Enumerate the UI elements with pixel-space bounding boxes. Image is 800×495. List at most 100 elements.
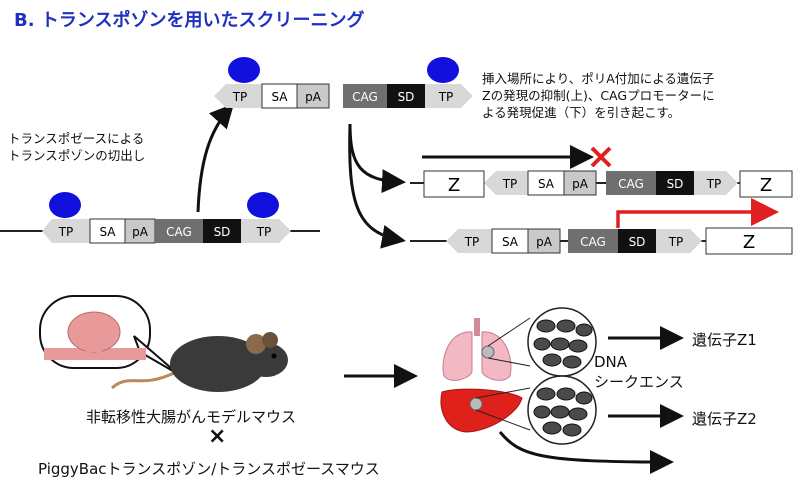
tumor-bubble bbox=[39, 295, 179, 375]
insertion-promote: TP SA pA CAG SD TP Z bbox=[410, 198, 793, 255]
lung-left-lobe bbox=[442, 331, 473, 381]
liver-lesion bbox=[469, 397, 483, 411]
pa-label: pA bbox=[305, 90, 322, 104]
gene-z-label: Z bbox=[448, 175, 460, 196]
gene-z-label: Z bbox=[743, 232, 755, 253]
sd-segment bbox=[656, 171, 694, 195]
zoom-line bbox=[487, 317, 531, 347]
callout-tail bbox=[133, 335, 179, 375]
lung-right-lobe bbox=[481, 331, 512, 381]
tp-right-segment bbox=[694, 171, 738, 195]
zoom-line bbox=[475, 409, 531, 431]
gene-z-left bbox=[423, 170, 485, 198]
gene-z-right bbox=[705, 227, 793, 255]
sa-segment bbox=[527, 170, 565, 196]
sd-label: SD bbox=[667, 177, 684, 191]
promote-arrow bbox=[616, 198, 779, 228]
cag-segment bbox=[606, 171, 656, 195]
sa-segment bbox=[89, 218, 126, 244]
excision-note: トランスポゼースによる トランスポゾンの切出し bbox=[8, 130, 145, 164]
sa-label: SA bbox=[502, 235, 519, 249]
tumor-stalk bbox=[86, 340, 102, 352]
tp-left-segment bbox=[42, 219, 90, 243]
transposase-blob-icon bbox=[228, 57, 260, 83]
cell-cluster-icon bbox=[527, 307, 597, 377]
sd-segment bbox=[618, 229, 656, 253]
cag-label: CAG bbox=[352, 90, 378, 104]
dna-label: DNA シークエンス bbox=[594, 352, 684, 392]
sd-label: SD bbox=[398, 90, 415, 104]
sa-label: SA bbox=[271, 90, 288, 104]
transposase-blob-icon bbox=[427, 57, 459, 83]
pa-label: pA bbox=[132, 225, 149, 239]
insertion-arrow-lower bbox=[348, 123, 406, 249]
mouse-tail bbox=[111, 370, 177, 390]
cag-segment bbox=[343, 84, 387, 108]
cag-segment bbox=[155, 219, 203, 243]
tp-left-segment bbox=[446, 229, 492, 253]
inhibit-x-icon bbox=[590, 146, 612, 168]
excision-note-line2: トランスポゾンの切出し bbox=[8, 148, 146, 163]
model-mouse-label: 非転移性大腸がんモデルマウス bbox=[86, 408, 297, 426]
insertion-note-line1: 挿入場所により、ポリA付加による遺伝子 bbox=[482, 71, 715, 86]
dna-label-line2: シークエンス bbox=[594, 373, 684, 391]
sd-label: SD bbox=[629, 235, 646, 249]
cag-segment bbox=[568, 229, 618, 253]
tp-right-segment bbox=[656, 229, 702, 253]
tp-right-label: TP bbox=[706, 177, 722, 191]
mouse-body bbox=[170, 336, 266, 392]
figure-title: B. トランスポゾンを用いたスクリーニング bbox=[14, 10, 365, 31]
lung-icon bbox=[442, 318, 512, 381]
excision-note-line1: トランスポゼースによる bbox=[8, 131, 145, 146]
insertion-arrow-upper bbox=[348, 123, 406, 194]
trachea bbox=[474, 318, 480, 336]
sd-segment bbox=[203, 219, 241, 243]
gene-z-label: Z bbox=[760, 175, 772, 196]
sd-segment bbox=[387, 84, 425, 108]
sa-label: SA bbox=[99, 225, 116, 239]
gene-z1-label: 遺伝子Z1 bbox=[692, 331, 757, 349]
cag-label: CAG bbox=[618, 177, 644, 191]
mouse-ear bbox=[246, 334, 266, 354]
sa-segment bbox=[491, 228, 529, 254]
insertion-note-line2: Zの発現の抑制(上)、CAGプロモーターに bbox=[482, 88, 715, 103]
zoom-line bbox=[487, 357, 531, 367]
lung-lesion bbox=[481, 345, 495, 359]
mouse-ear bbox=[262, 332, 278, 348]
cag-label: CAG bbox=[580, 235, 606, 249]
liver-shape bbox=[440, 388, 523, 433]
tp-right-label: TP bbox=[438, 90, 454, 104]
gene-z-right bbox=[739, 170, 793, 198]
tp-left-label: TP bbox=[502, 177, 518, 191]
cell-cluster-icon bbox=[527, 375, 597, 445]
intestine-wall bbox=[44, 348, 146, 360]
tp-right-segment bbox=[241, 219, 291, 243]
insertion-note: 挿入場所により、ポリA付加による遺伝子 Zの発現の抑制(上)、CAGプロモーター… bbox=[482, 70, 715, 121]
tp-left-label: TP bbox=[232, 90, 248, 104]
tp-right-segment bbox=[425, 84, 473, 108]
tp-left-segment bbox=[484, 171, 528, 195]
liver-icon bbox=[440, 388, 523, 433]
excision-arrow bbox=[196, 103, 235, 213]
mouse-eye bbox=[271, 353, 277, 359]
construct-excised: TP SA pA CAG SD TP bbox=[214, 57, 473, 109]
transposon-mouse-label: PiggyBacトランスポゾン/トランスポゼースマウス bbox=[38, 460, 380, 478]
cell-cluster-lung bbox=[533, 319, 593, 369]
cross-symbol: × bbox=[208, 424, 227, 449]
mouse-icon bbox=[111, 332, 288, 392]
cag-label: CAG bbox=[166, 225, 192, 239]
gene-z2-label: 遺伝子Z2 bbox=[692, 410, 757, 428]
tp-right-label: TP bbox=[668, 235, 684, 249]
tp-left-label: TP bbox=[58, 225, 74, 239]
transposase-blob-icon bbox=[247, 192, 279, 218]
insertion-note-line3: よる発現促進（下）を引き起こす。 bbox=[482, 105, 681, 120]
result-arrow-more bbox=[498, 431, 674, 474]
dna-label-line1: DNA bbox=[594, 353, 628, 371]
pa-segment bbox=[124, 218, 156, 244]
transposase-blob-icon bbox=[49, 192, 81, 218]
tp-left-segment bbox=[214, 84, 262, 108]
pa-label: pA bbox=[572, 177, 589, 191]
pa-segment bbox=[527, 228, 561, 254]
tp-right-label: TP bbox=[256, 225, 272, 239]
